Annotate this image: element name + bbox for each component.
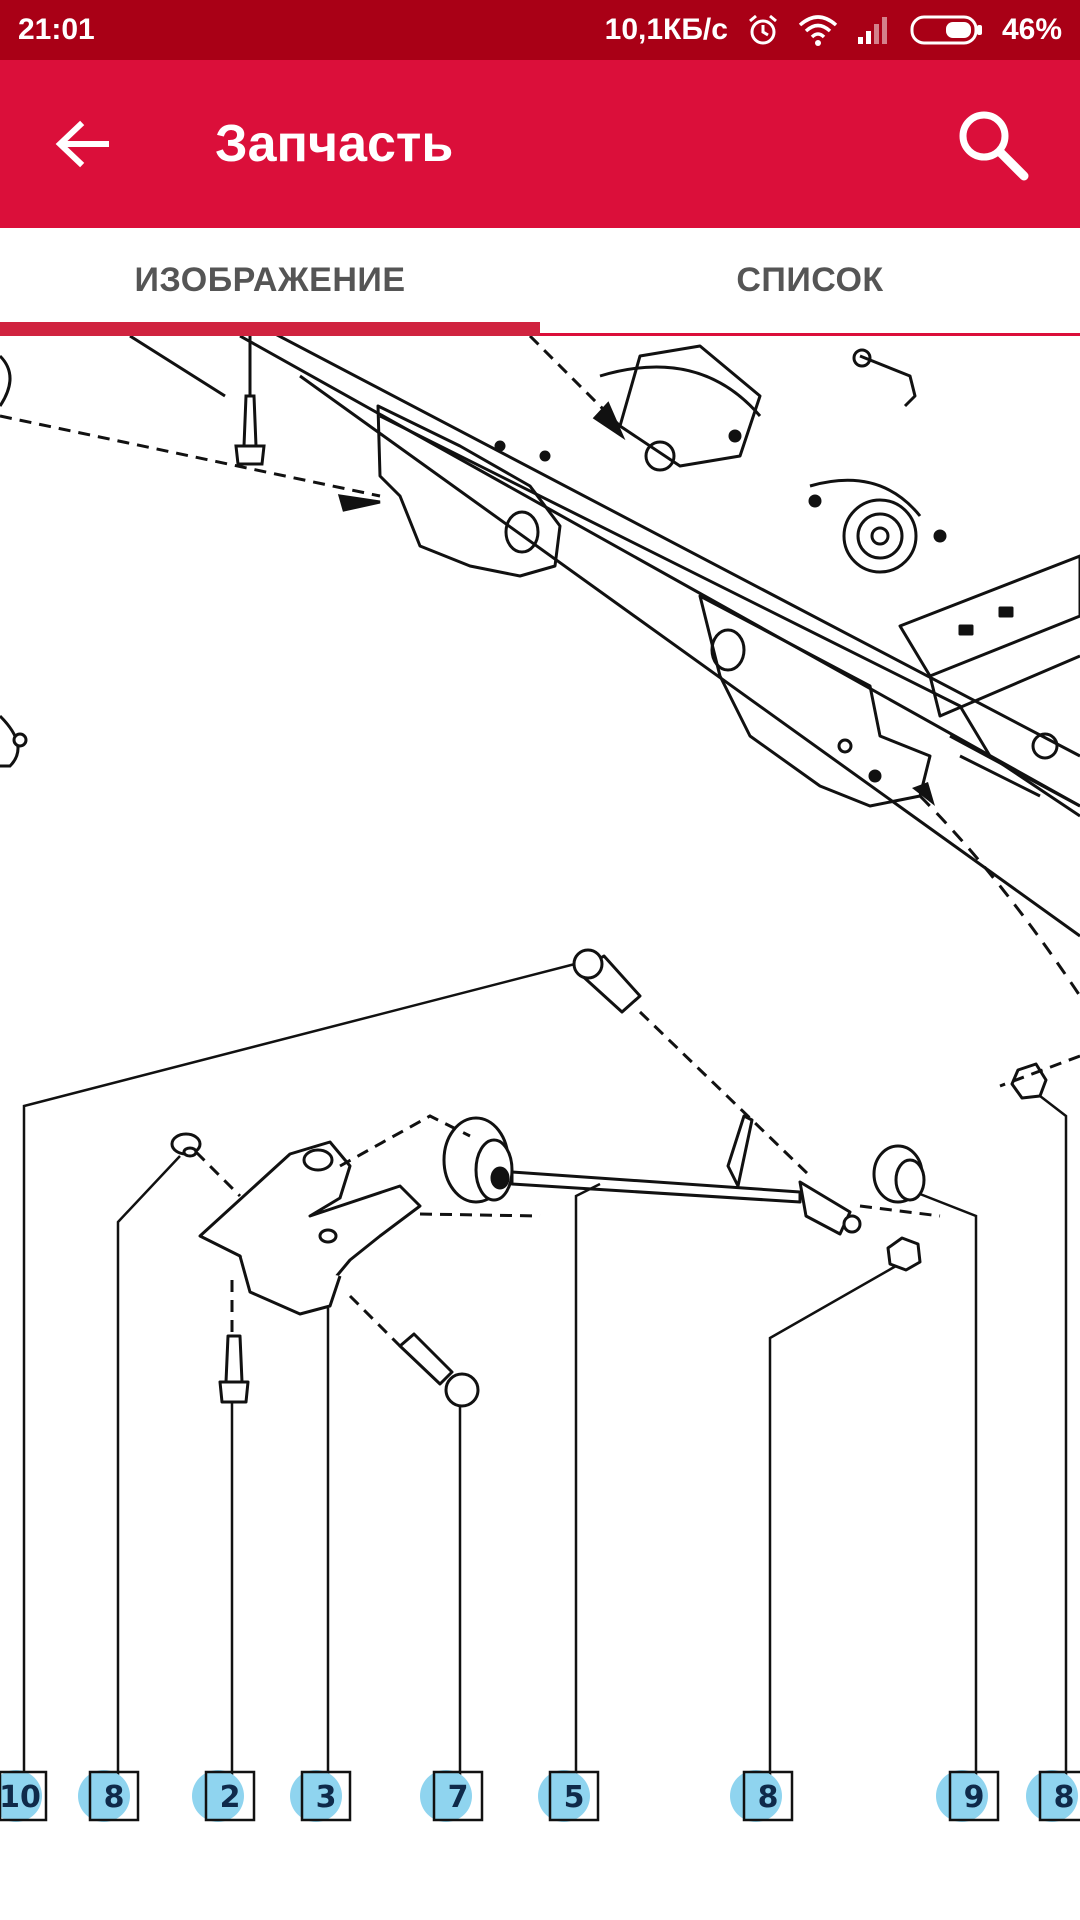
leader-10 bbox=[22, 962, 576, 1796]
callout-8[interactable]: 8 bbox=[730, 1770, 794, 1822]
bolt-top-left bbox=[242, 394, 258, 448]
frame-rail-inner bbox=[239, 336, 1080, 808]
callout-7[interactable]: 7 bbox=[420, 1770, 484, 1822]
bolt-vertical bbox=[224, 1334, 244, 1384]
callout-8[interactable]: 8 bbox=[1026, 1770, 1080, 1822]
callout-3[interactable]: 3 bbox=[290, 1770, 352, 1822]
tab-image[interactable]: ИЗОБРАЖЕНИЕ bbox=[0, 228, 540, 336]
search-icon bbox=[959, 111, 1029, 181]
parts-diagram-svg: 10 8 2 3 7 5 8 bbox=[0, 336, 1080, 1822]
wifi-icon bbox=[798, 13, 838, 47]
frame-rail-lower bbox=[379, 414, 1080, 818]
arrow-left-icon bbox=[55, 120, 109, 168]
app-bar: Запчасть bbox=[0, 60, 1080, 228]
callout-9[interactable]: 9 bbox=[936, 1770, 1000, 1822]
callout-label: 9 bbox=[964, 1780, 985, 1815]
frame-mount-center bbox=[618, 344, 762, 468]
battery-icon bbox=[910, 14, 984, 46]
tab-list[interactable]: СПИСОК bbox=[736, 261, 884, 299]
callout-label: 8 bbox=[758, 1780, 779, 1815]
tab-bar: ИЗОБРАЖЕНИЕ СПИСОК bbox=[0, 228, 1080, 336]
page-title: Запчасть bbox=[215, 115, 454, 173]
rod-adjuster bbox=[726, 1114, 754, 1188]
callout-8[interactable]: 8 bbox=[78, 1770, 140, 1822]
callout-5[interactable]: 5 bbox=[538, 1770, 600, 1822]
frame-rail-bottom bbox=[299, 374, 1080, 938]
leader-9 bbox=[919, 1192, 978, 1796]
parts-diagram[interactable]: 10 8 2 3 7 5 8 bbox=[0, 336, 1080, 1920]
bolt-diagonal bbox=[398, 1332, 454, 1386]
tie-rod bbox=[510, 1170, 802, 1204]
leader-8b bbox=[768, 1264, 897, 1796]
frame-crossmember bbox=[898, 554, 1080, 678]
callout-label: 5 bbox=[564, 1780, 585, 1815]
callout-label: 3 bbox=[316, 1780, 337, 1815]
network-speed: 10,1КБ/с bbox=[604, 13, 728, 46]
frame-bracket-left bbox=[376, 404, 562, 578]
callout-label: 8 bbox=[1054, 1780, 1075, 1815]
back-button[interactable] bbox=[50, 112, 114, 176]
status-time: 21:01 bbox=[18, 13, 95, 46]
frame-pin bbox=[859, 354, 917, 408]
leader-8a bbox=[116, 1155, 181, 1796]
alarm-icon bbox=[746, 13, 780, 47]
status-bar: 21:01 10,1КБ/с 46% bbox=[0, 0, 1080, 60]
callout-2[interactable]: 2 bbox=[192, 1770, 256, 1822]
frame-bushing bbox=[842, 498, 918, 574]
status-icons: 10,1КБ/с 46% bbox=[605, 13, 1062, 47]
frame-rail-top bbox=[275, 336, 1080, 758]
battery-level: 46% bbox=[1001, 13, 1062, 46]
signal-icon bbox=[856, 15, 892, 45]
frame-bracket-right bbox=[698, 594, 932, 808]
callout-10[interactable]: 10 bbox=[0, 1770, 48, 1822]
callout-label: 2 bbox=[220, 1780, 241, 1815]
nut-right-lower bbox=[886, 1236, 922, 1272]
callout-label: 10 bbox=[0, 1780, 41, 1815]
leader-8c bbox=[1039, 1095, 1068, 1796]
search-button[interactable] bbox=[952, 104, 1032, 184]
leader-5 bbox=[574, 1182, 601, 1796]
callout-label: 7 bbox=[448, 1780, 469, 1815]
callout-label: 8 bbox=[104, 1780, 125, 1815]
